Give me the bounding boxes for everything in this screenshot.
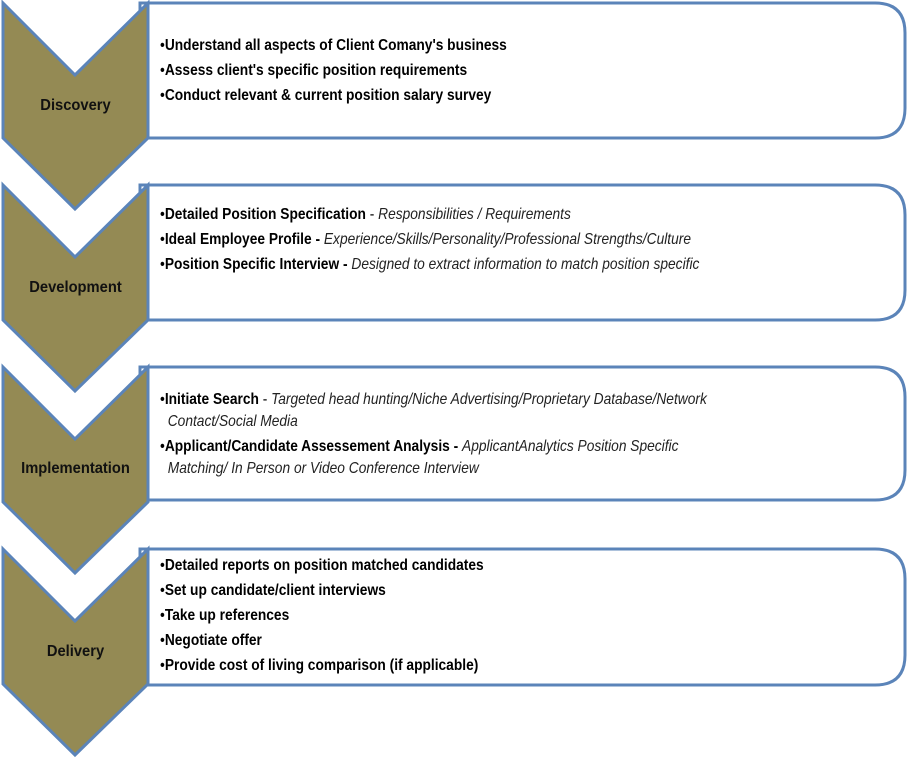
item-title: Take up references (164, 607, 290, 624)
item-title: Assess client's specific position requir… (164, 62, 468, 79)
implementation-list: •Initiate Search - Targeted head hunting… (160, 387, 865, 481)
chevron-discovery (1, 0, 150, 212)
list-item: •Detailed Position Specification - Respo… (160, 206, 571, 223)
item-description: Responsibilities / Requirements (378, 206, 571, 223)
stage-box-development (138, 183, 907, 322)
item-title: Negotiate offer (164, 632, 262, 649)
item-title: Initiate Search (164, 391, 259, 408)
stage-box-discovery (138, 1, 907, 140)
item-description-continued: Matching/ In Person or Video Conference … (167, 460, 479, 477)
list-item: •Set up candidate/client interviews (160, 582, 386, 599)
item-separator: - (311, 231, 324, 248)
item-title: Detailed Position Specification (164, 206, 366, 223)
item-title: Conduct relevant & current position sala… (164, 87, 492, 104)
item-description: Targeted head hunting/Niche Advertising/… (271, 391, 707, 408)
item-title: Set up candidate/client interviews (164, 582, 386, 599)
item-title: Applicant/Candidate Assessement Analysis (164, 438, 450, 455)
item-title: Provide cost of living comparison (if ap… (164, 657, 479, 674)
item-separator: - (339, 256, 352, 273)
list-item: •Initiate Search - Targeted head hunting… (160, 391, 707, 408)
development-list: •Detailed Position Specification - Respo… (160, 202, 865, 277)
item-title: Ideal Employee Profile (164, 231, 312, 248)
list-item: •Conduct relevant & current position sal… (160, 87, 492, 104)
stage-box-implementation (138, 365, 907, 502)
item-description: Designed to extract information to match… (351, 256, 700, 273)
stage-label-discovery: Discovery (40, 97, 111, 114)
list-item: •Assess client's specific position requi… (160, 62, 468, 79)
list-item: •Position Specific Interview - Designed … (160, 256, 700, 273)
discovery-list: •Understand all aspects of Client Comany… (160, 33, 865, 108)
item-separator: - (449, 438, 463, 455)
chevron-implementation (1, 363, 150, 576)
chevron-development (1, 181, 150, 394)
stage-box-delivery (138, 547, 907, 687)
item-description-continued: Contact/Social Media (167, 413, 298, 430)
item-title: Position Specific Interview (164, 256, 340, 273)
stage-label-implementation: Implementation (21, 460, 130, 477)
item-description: ApplicantAnalytics Position Specific (462, 438, 679, 455)
chevron-delivery (1, 545, 150, 758)
delivery-list: •Detailed reports on position matched ca… (160, 553, 865, 678)
list-item: •Ideal Employee Profile - Experience/Ski… (160, 231, 691, 248)
list-item: •Take up references (160, 607, 290, 624)
list-item: •Negotiate offer (160, 632, 262, 649)
list-item: •Provide cost of living comparison (if a… (160, 657, 479, 674)
list-item: •Detailed reports on position matched ca… (160, 557, 484, 574)
list-item: •Understand all aspects of Client Comany… (160, 37, 507, 54)
item-separator: - (258, 391, 272, 408)
stage-label-delivery: Delivery (46, 643, 105, 660)
item-title: Detailed reports on position matched can… (164, 557, 484, 574)
list-item: •Applicant/Candidate Assessement Analysi… (160, 438, 679, 455)
item-description: Experience/Skills/Personality/Profession… (323, 231, 691, 248)
item-separator: - (365, 206, 379, 223)
item-title: Understand all aspects of Client Comany'… (164, 37, 507, 54)
stage-label-development: Development (29, 279, 122, 296)
